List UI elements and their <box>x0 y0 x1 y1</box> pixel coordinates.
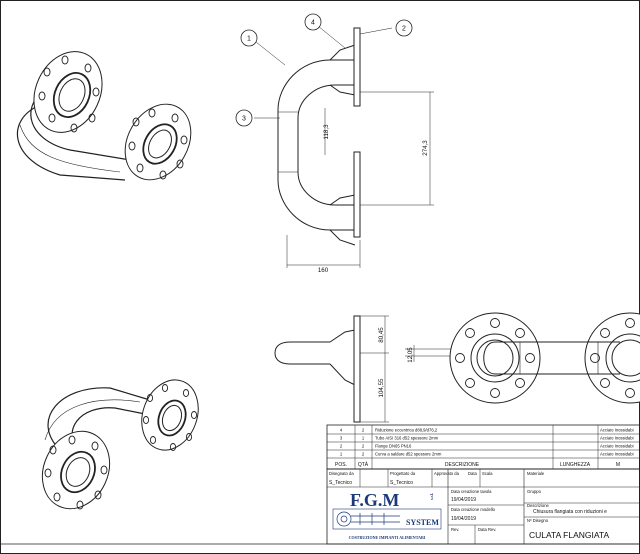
svg-text:DESCRIZIONE: DESCRIZIONE <box>445 462 480 468</box>
designed-by-value: S_Tecnico <box>390 480 413 486</box>
balloon-3: 3 <box>235 109 253 127</box>
drawing-title: CULATA FLANGIATA <box>529 530 609 540</box>
svg-text:1: 1 <box>247 36 251 43</box>
svg-text:2: 2 <box>362 444 365 449</box>
drawing-number-label: Nº Disegno <box>527 518 549 523</box>
svg-text:Riduzione eccentrica d88,9/d76: Riduzione eccentrica d88,9/d76,2 <box>375 428 438 433</box>
svg-text:2: 2 <box>402 26 406 33</box>
sheet-date-label: Data creazione tavola <box>451 489 492 494</box>
scale-label: Scala <box>482 471 493 476</box>
bom-row-1: 1 2 Curva a saldare d52 spessore 2mm Acc… <box>340 452 634 457</box>
plan-view <box>449 312 640 404</box>
dim-height-total: 274,3 <box>422 140 429 156</box>
rev-date-label: Data Rev. <box>478 527 496 532</box>
svg-text:COSTRUZIONE IMPIANTI ALIMENTAR: COSTRUZIONE IMPIANTI ALIMENTARI <box>349 535 426 540</box>
svg-text:SYSTEM: SYSTEM <box>406 518 439 527</box>
date-label: Data <box>468 471 478 476</box>
bom-row-4: 4 2 Riduzione eccentrica d88,9/d76,2 Acc… <box>340 428 634 433</box>
svg-text:F.G.M: F.G.M <box>350 490 399 510</box>
sheet-date-value: 19/04/2019 <box>451 497 476 503</box>
svg-text:2: 2 <box>362 452 365 457</box>
balloon-1: 1 <box>240 29 258 47</box>
svg-text:Acciaio Inossidabi: Acciaio Inossidabi <box>600 428 634 433</box>
svg-text:4: 4 <box>311 20 315 27</box>
svg-text:Tubo AISI 316 d52 spessore 2mm: Tubo AISI 316 d52 spessore 2mm <box>375 436 439 441</box>
bom-header-row: POS. QTÀ DESCRIZIONE LUNGHEZZA M <box>335 461 620 468</box>
svg-text:POS.: POS. <box>335 462 347 468</box>
drawn-by-value: S_Tecnico <box>329 480 352 486</box>
front-view <box>254 25 434 268</box>
isometric-view-bottom <box>41 379 199 510</box>
dim-width-front: 160 <box>318 267 329 274</box>
company-logo: F.G.M s.r.l. SYSTEM COSTRUZIONE IMPIANTI… <box>332 490 442 540</box>
svg-text:LUNGHEZZA: LUNGHEZZA <box>560 462 591 468</box>
svg-text:2: 2 <box>340 444 343 449</box>
designed-by-label: Progettato da <box>390 471 416 476</box>
svg-text:Flange DN65 PN16: Flange DN65 PN16 <box>375 444 412 449</box>
bom-table <box>326 424 640 470</box>
model-date-label: Data creazione modello <box>451 507 496 512</box>
svg-text:3: 3 <box>242 116 246 123</box>
approved-by-label: Approvato da <box>434 471 460 476</box>
description-value: Chiusura flangiata con riduzioni e <box>533 509 607 515</box>
balloon-2: 2 <box>395 19 413 37</box>
dim-height-inner: 118,3 <box>323 124 330 140</box>
svg-text:Acciaio Inossidabi: Acciaio Inossidabi <box>600 452 634 457</box>
svg-text:Curva a saldare d52 spessore 2: Curva a saldare d52 spessore 2mm <box>375 452 442 457</box>
title-block <box>326 468 640 545</box>
svg-text:1: 1 <box>362 436 365 441</box>
description-label: Descrizione <box>527 503 550 508</box>
balloon-4: 4 <box>304 13 322 31</box>
model-date-value: 19/04/2019 <box>451 516 476 522</box>
svg-text:Acciaio Inossidabi: Acciaio Inossidabi <box>600 436 634 441</box>
rev-label: Rev. <box>451 527 459 532</box>
svg-text:s.r.l.: s.r.l. <box>429 493 434 500</box>
drawn-by-label: Disegnato da <box>329 471 354 476</box>
side-view <box>274 315 460 423</box>
svg-text:1: 1 <box>340 452 343 457</box>
material-label: Materiale <box>527 471 545 476</box>
dim-bottom-side: 104,55 <box>378 378 385 397</box>
svg-text:QTÀ: QTÀ <box>358 461 369 468</box>
bom-row-2: 2 2 Flange DN65 PN16 Acciaio Inossidabi <box>340 444 634 449</box>
svg-text:3: 3 <box>340 436 343 441</box>
svg-text:M: M <box>616 462 620 468</box>
svg-text:4: 4 <box>340 428 343 433</box>
bom-row-3: 3 1 Tubo AISI 316 d52 spessore 2mm Accia… <box>340 436 634 441</box>
svg-text:2: 2 <box>362 428 365 433</box>
dim-top-side: 80,45 <box>378 327 385 343</box>
group-label: Gruppo <box>527 489 542 494</box>
isometric-view-top <box>16 51 192 181</box>
dim-offset-plan: 12,05 <box>407 347 414 363</box>
svg-text:Acciaio Inossidabi: Acciaio Inossidabi <box>600 444 634 449</box>
